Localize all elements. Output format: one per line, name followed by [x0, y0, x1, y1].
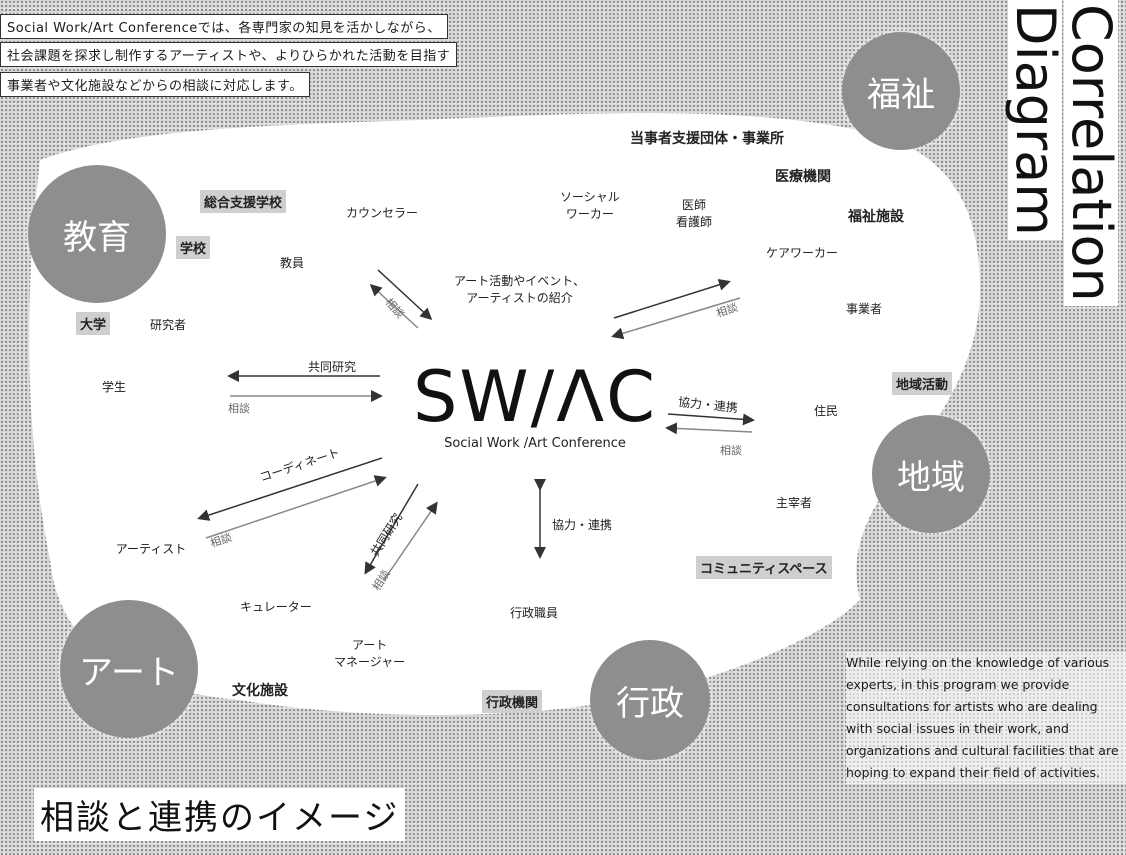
- artist-label: アーティスト: [115, 541, 187, 556]
- researcher-oval: 研究者: [118, 288, 218, 360]
- welfare-facility-label: 福祉施設: [848, 209, 904, 225]
- community-activity-label: 地域活動: [892, 372, 953, 395]
- curator-label: キュレーター: [240, 600, 312, 614]
- swac-logo: SW/ΛC Social Work /Art Conference: [400, 362, 670, 462]
- arrow-artist-to-swac: [205, 475, 387, 539]
- school-label: 学校: [176, 236, 211, 259]
- artist-oval: アーティスト: [96, 512, 206, 584]
- joint-research-label-student: 共同研究: [308, 360, 357, 374]
- researcher-label: 研究者: [149, 317, 186, 332]
- counselor-label: カウンセラー: [346, 206, 419, 220]
- residents-label: 住民: [814, 404, 839, 418]
- consult-label-community: 相談: [720, 444, 742, 457]
- intro-line-3: 事業者や文化施設などからの相談に対応します。: [0, 72, 310, 97]
- teacher-label: 教員: [280, 256, 305, 270]
- education-circle: 教育: [28, 165, 166, 303]
- business-label: 事業者: [846, 302, 883, 316]
- arrow-edu-to-swac: [377, 269, 433, 321]
- arrow-swac-to-welfare: [613, 278, 731, 319]
- arrow-swac-to-community: [667, 413, 755, 426]
- cooperation-label-gov: 協力・連携: [552, 518, 613, 532]
- doctor-nurse-label: 医師 看護師: [676, 198, 713, 229]
- art-manager-label: アート マネージャー: [334, 638, 406, 669]
- english-description: While relying on the knowledge of variou…: [846, 652, 1126, 784]
- swac-logo-mark: SW/ΛC: [413, 356, 657, 438]
- community-circle: 地域: [872, 415, 990, 533]
- student-label: 学生: [101, 379, 126, 394]
- general-support-school-label: 総合支援学校: [200, 190, 287, 213]
- organizer-label: 主宰者: [776, 496, 813, 510]
- arrow-swac-to-edu: [369, 283, 419, 329]
- arrow-welfare-to-swac: [611, 297, 741, 340]
- swac-logo-subtitle: Social Work /Art Conference: [444, 436, 626, 451]
- art-circle: アート: [60, 600, 198, 738]
- arrow-curator-to-swac: [383, 501, 438, 581]
- intro-text-block: Social Work/Art Conferenceでは、各専門家の知見を活かし…: [0, 2, 540, 102]
- support-groups-label: 当事者支援団体・事業所: [630, 131, 784, 147]
- intro-line-2: 社会課題を探求し制作するアーティストや、よりひらかれた活動を目指す: [0, 42, 458, 67]
- medical-label: 医療機関: [775, 169, 831, 185]
- intro-line-1: Social Work/Art Conferenceでは、各専門家の知見を活かし…: [0, 14, 448, 39]
- community-space-label: コミュニティスペース: [696, 556, 832, 579]
- consult-label-student: 相談: [228, 402, 250, 415]
- arrow-swac-to-artist: [197, 457, 383, 521]
- intro-art-label: アート活動やイベント、 アーティストの紹介: [454, 274, 586, 305]
- university-label: 大学: [76, 312, 111, 335]
- care-worker-label: ケアワーカー: [766, 246, 839, 260]
- social-worker-label: ソーシャル ワーカー: [560, 190, 620, 221]
- welfare-circle: 福祉: [842, 32, 960, 150]
- bottom-title: 相談と連携のイメージ: [34, 788, 406, 841]
- student-oval: 学生: [64, 346, 164, 426]
- arrow-community-to-swac: [665, 422, 753, 435]
- arrow-swac-to-curator: [364, 483, 419, 575]
- cultural-facility-label: 文化施設: [232, 683, 288, 699]
- gov-agency-label: 行政機関: [482, 690, 543, 713]
- government-circle: 行政: [590, 640, 710, 760]
- gov-staff-label: 行政職員: [510, 606, 559, 620]
